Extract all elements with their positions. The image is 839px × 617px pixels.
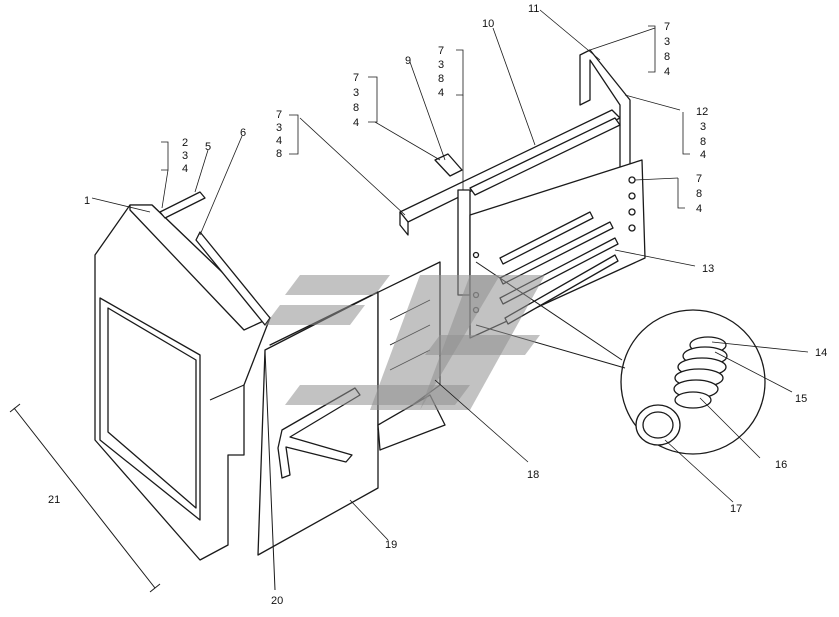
- stack-item: 8: [700, 136, 706, 148]
- stack-item: 4: [696, 203, 702, 215]
- callout-19: 19: [385, 539, 397, 551]
- callout-20: 20: [271, 595, 283, 607]
- stack-right-12: 3 8 4: [700, 121, 706, 161]
- stack-item: 4: [353, 117, 359, 129]
- stack-item: 3: [182, 150, 188, 162]
- stack-item: 8: [353, 102, 359, 114]
- stack-left: 7 3 4 8: [276, 109, 282, 160]
- callout-10: 10: [482, 18, 494, 30]
- callout-21: 21: [48, 494, 60, 506]
- leader-lines: [91, 9, 809, 541]
- callout-5: 5: [205, 141, 211, 153]
- spring-coil: [635, 336, 728, 446]
- stack-right-top: 7 3 8 4: [664, 21, 670, 78]
- stack-top-left-small: 2 3 4: [182, 137, 188, 175]
- stack-item: 3: [700, 121, 706, 133]
- stack-item: 7: [696, 173, 702, 185]
- callout-17: 17: [730, 503, 742, 515]
- stack-item: 2: [182, 137, 188, 149]
- callout-16: 16: [775, 459, 787, 471]
- stack-item: 7: [276, 109, 282, 121]
- stack-item: 4: [664, 66, 670, 78]
- stack-item: 3: [438, 59, 444, 71]
- part-19-front-panel: [257, 291, 379, 591]
- part-5-rod: [159, 191, 206, 219]
- callout-15: 15: [795, 393, 807, 405]
- stack-center: 7 3 8 4: [438, 45, 444, 99]
- detail-circle-spring: [475, 261, 766, 455]
- stack-item: 3: [276, 122, 282, 134]
- callout-14: 14: [815, 347, 827, 359]
- callout-6: 6: [240, 127, 246, 139]
- stack-brackets: [161, 25, 690, 209]
- stack-item: 8: [664, 51, 670, 63]
- stack-right-lower: 7 8 4: [696, 173, 702, 215]
- callout-13: 13: [702, 263, 714, 275]
- stack-item: 4: [276, 135, 282, 147]
- callout-18: 18: [527, 469, 539, 481]
- callout-1: 1: [84, 195, 90, 207]
- part-1-housing: [94, 204, 271, 561]
- stack-item: 7: [353, 72, 359, 84]
- stack-item: 8: [438, 73, 444, 85]
- stack-item: 3: [664, 36, 670, 48]
- stack-item: 7: [438, 45, 444, 57]
- stack-mid: 7 3 8 4: [353, 72, 359, 129]
- stylized-logo-watermark: [265, 275, 545, 410]
- stack-item: 4: [182, 163, 188, 175]
- callout-9: 9: [405, 55, 411, 67]
- callout-labels: 1 5 6 9 10 11 12 13 14 15 16 17 18 19 20…: [48, 3, 827, 607]
- stack-item: 4: [438, 87, 444, 99]
- stack-item: 8: [696, 188, 702, 200]
- stack-item: 4: [700, 149, 706, 161]
- stack-item: 7: [664, 21, 670, 33]
- callout-12: 12: [696, 106, 708, 118]
- stack-item: 3: [353, 87, 359, 99]
- stack-item: 8: [276, 148, 282, 160]
- callout-11: 11: [528, 3, 539, 15]
- dimension-21: [9, 403, 161, 593]
